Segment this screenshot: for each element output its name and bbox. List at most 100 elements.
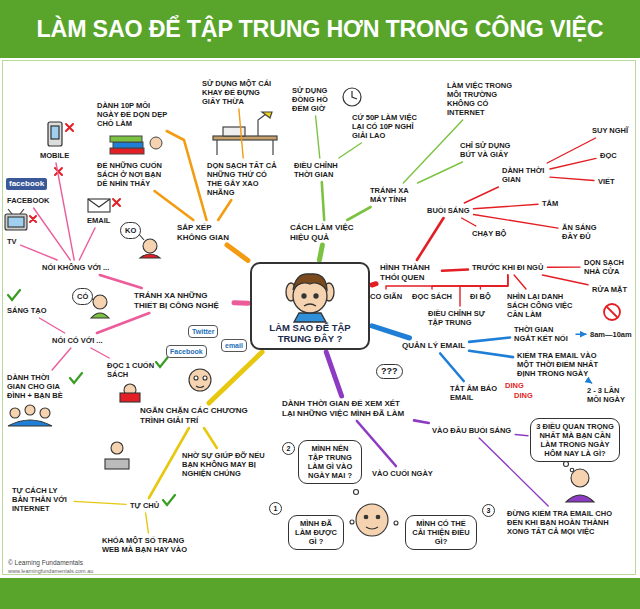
books-picture <box>110 136 162 154</box>
footer-band <box>0 578 640 609</box>
diagram-title: LÀM SAO ĐỂ TẬP TRUNG HƠN TRONG CÔNG VIỆC <box>0 0 640 58</box>
branch-topic: SẮP XẾP KHÔNG GIAN <box>175 222 245 243</box>
branch-line <box>97 313 149 333</box>
branch-line <box>460 275 508 306</box>
node-text: SẮP XẾP KHÔNG GIAN <box>177 223 243 242</box>
node-text: CHỈ SỬ DỤNG BÚT VÀ GIẤY <box>460 141 516 159</box>
leaf-topic: SỬ DỤNG ĐỒNG HỒ ĐẾM GIỜ <box>290 85 338 114</box>
node-text: CÁCH LÀM VIỆC HIỆU QUẢ <box>290 223 360 242</box>
branch-line <box>322 182 324 220</box>
node-text: ĐI BỘ <box>470 292 491 301</box>
leaf-topic: DÀNH THỜI GIAN <box>500 165 548 185</box>
speech-bubble: 3 ĐIỀU QUAN TRỌNG NHẤT MÀ BẠN CẦN LÀM TR… <box>530 418 620 462</box>
branch-line <box>550 158 596 169</box>
leaf-topic: TRÁNH XA MÁY TÍNH <box>368 185 416 205</box>
node-text: LÀM VIỆC TRONG MÔI TRƯỜNG KHÔNG CÓ INTER… <box>447 81 518 117</box>
envelope-icon <box>88 199 110 212</box>
branch-line <box>414 420 429 423</box>
node-text: LÀM SAO ĐỂ TẬP TRUNG ĐÂY ? <box>256 322 364 344</box>
node-text: KHÓA MỘT SỐ TRANG WEB MÀ BẠN HAY VÀO <box>102 536 198 554</box>
node-text: SỬ DỤNG MỘT CÁI KHAY ĐỂ ĐỰNG GIẤY THỪA <box>202 79 273 106</box>
leaf-topic: NÓI KHÔNG VỚI ... <box>40 262 111 273</box>
branch-line <box>464 187 498 203</box>
node-text: VÀO CUỐI NGÀY <box>372 469 433 478</box>
question-cloud: ??? <box>376 364 403 379</box>
social-icon: email <box>221 339 247 352</box>
person-figures <box>8 233 594 536</box>
node-text: CHẠY BỘ <box>472 229 506 238</box>
node-text: TẮM <box>542 199 558 208</box>
node-text: KIỂM TRA EMAIL VÀO MỘT THỜI ĐIỂM NHẤT ĐỊ… <box>517 351 613 378</box>
phone-icon <box>48 122 62 146</box>
node-text: CO GIÃN <box>370 292 402 301</box>
leaf-topic: CO GIÃN <box>368 291 404 302</box>
branch-topic: QUẢN LÝ EMAIL <box>400 340 467 352</box>
branch-line <box>347 207 370 220</box>
branch-line <box>204 428 217 448</box>
node-text: 3 ĐIỀU QUAN TRỌNG NHẤT MÀ BẠN CẦN LÀM TR… <box>535 422 615 458</box>
node-text: FACEBOOK <box>7 196 50 205</box>
node-text: DÀNH THỜI GIAN <box>502 166 546 184</box>
node-text: SÁNG TẠO <box>7 306 47 315</box>
copyright-note: © Learning Fundamentals <box>8 559 83 567</box>
callout-number: 2 <box>282 442 295 455</box>
node-text: KO <box>125 226 136 235</box>
branch-line <box>146 513 149 533</box>
node-text: TẮT ÂM BÁO EMAIL <box>450 384 498 402</box>
branch-line <box>542 275 588 285</box>
leaf-topic: ĐI BỘ <box>468 291 493 302</box>
node-text: THỜI GIAN NGẮT KẾT NỐI <box>514 325 572 343</box>
node-text: TỰ CÁCH LY BẢN THÂN VỚI INTERNET <box>12 486 70 513</box>
leaf-topic: SỬ DỤNG MỘT CÁI KHAY ĐỂ ĐỰNG GIẤY THỪA <box>200 78 275 107</box>
leaf-topic: DỌN SẠCH NHÀ CỬA <box>582 257 632 277</box>
node-text: NGĂN CHẶN CÁC CHƯƠNG TRÌNH GIẢI TRÍ <box>140 406 252 425</box>
node-text: DÀNH 10P MỖI NGÀY ĐỂ DỌN DẸP CHỖ LÀM <box>97 101 173 128</box>
leaf-topic: TẮM <box>540 198 560 209</box>
leaf-topic: SÁNG TẠO <box>5 305 49 316</box>
branch-topic: NGĂN CHẶN CÁC CHƯƠNG TRÌNH GIẢI TRÍ <box>138 405 254 426</box>
leaf-topic: ĐỪNG KIỂM TRA EMAIL CHO ĐẾN KHI BẠN HOÀN… <box>505 508 625 537</box>
node-text: 8am—10am <box>590 330 632 339</box>
leaf-topic: VÀO ĐẦU BUỔI SÁNG <box>430 425 513 436</box>
node-text: TRÁNH XA NHỮNG THIẾT BỊ CÔNG NGHỆ <box>134 291 230 310</box>
node-text: TỰ CHỦ <box>130 501 159 510</box>
speech-bubble: MÌNH CÓ THỂ CẢI THIỆN ĐIỀU GÌ? <box>405 515 477 550</box>
node-text: ĐIỀU CHỈNH THỜI GIAN <box>294 161 348 179</box>
leaf-topic: TỰ CHỦ <box>128 500 161 511</box>
node-text: QUẢN LÝ EMAIL <box>402 341 465 351</box>
branch-line <box>372 326 410 338</box>
leaf-topic: VIẾT <box>596 176 617 187</box>
branch-line <box>576 334 586 335</box>
node-text: ĐỌC 1 CUỐN SÁCH <box>107 361 155 379</box>
node-text: HÌNH THÀNH THÓI QUEN <box>380 263 438 282</box>
node-text: BUỔI SÁNG <box>427 206 470 215</box>
branch-line <box>589 381 592 383</box>
leaf-topic: DÀNH 10P MỖI NGÀY ĐỂ DỌN DẸP CHỖ LÀM <box>95 100 175 129</box>
node-text: CÓ <box>77 292 88 301</box>
callout-number: 1 <box>269 502 282 515</box>
node-text: 2 - 3 LẦN MỖI NGÀY <box>587 386 631 404</box>
leaf-topic: FACEBOOK <box>5 195 52 206</box>
speech-bubble: KO <box>120 222 141 239</box>
node-text: MÌNH CÓ THỂ CẢI THIỆN ĐIỀU GÌ? <box>410 519 472 546</box>
desk-picture <box>213 112 277 155</box>
branch-line <box>52 348 71 370</box>
branch-line <box>440 354 464 382</box>
branch-line <box>100 275 142 288</box>
leaf-topic: DỌN SẠCH TẤT CẢ NHỮNG THỨ CÓ THỂ GÂY XAO… <box>205 160 285 198</box>
leaf-topic: LÀM VIỆC TRONG MÔI TRƯỜNG KHÔNG CÓ INTER… <box>445 80 520 118</box>
leaf-topic: ĂN SÁNG ĐẦY ĐỦ <box>560 222 605 242</box>
node-text: NHỜ SỰ GIÚP ĐỠ NẾU BẠN KHÔNG MAY BỊ NGHI… <box>182 451 273 478</box>
node-text: DÀNH THỜI GIAN CHO GIA ĐÌNH + BẠN BÈ <box>7 373 69 400</box>
branch-line <box>79 228 95 260</box>
leaf-topic: THỜI GIAN NGẮT KẾT NỐI <box>512 324 574 344</box>
node-text: ĂN SÁNG ĐẦY ĐỦ <box>562 223 603 241</box>
node-text: NÓI CÓ VỚI ... <box>52 336 103 345</box>
branch-line <box>515 435 528 436</box>
leaf-topic: MOBILE <box>38 150 71 161</box>
leaf-topic: ĐỌC 1 CUỐN SÁCH <box>105 360 157 380</box>
branch-line <box>418 162 463 183</box>
leaf-topic: VÀO CUỐI NGÀY <box>370 468 435 479</box>
node-text: DỌN SẠCH NHÀ CỬA <box>584 258 630 276</box>
node-text: CỨ 50P LÀM VIỆC LẠI CÓ 10P NGHỈ GIẢI LAO <box>352 113 420 140</box>
